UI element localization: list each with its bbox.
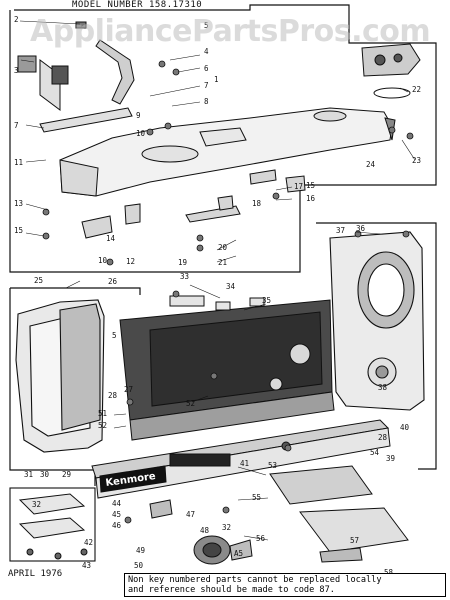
base-plate xyxy=(91,419,391,499)
part-number-labels: 1234556778910101112131415151617181920212… xyxy=(14,15,421,577)
cover-brackets xyxy=(81,169,306,239)
part-number-30: 30 xyxy=(40,470,50,479)
part-number-18: 18 xyxy=(252,199,262,208)
part-number-38: 38 xyxy=(378,383,388,392)
part-number-25: 25 xyxy=(34,276,43,285)
part-number-12: 12 xyxy=(126,257,135,266)
top-arm-cover xyxy=(59,107,393,197)
part-number-41: 41 xyxy=(240,459,249,468)
part-number-45: 45 xyxy=(112,510,121,519)
part-number-36: 36 xyxy=(356,224,366,233)
part-number-14: 14 xyxy=(106,234,116,243)
part-number-32-2: 32 xyxy=(222,523,231,532)
part-number-26: 26 xyxy=(108,277,118,286)
lower-section-frame xyxy=(9,222,437,486)
bottom-left-detail-frame xyxy=(9,487,96,562)
part-number-20: 20 xyxy=(218,243,228,252)
leader-lines xyxy=(19,20,416,541)
part-number-47: 47 xyxy=(186,510,195,519)
part-number-9: 9 xyxy=(136,111,141,120)
part-number-6: 6 xyxy=(204,64,209,73)
kenmore-nameplate: Kenmore xyxy=(99,465,167,493)
end-cover-left xyxy=(15,299,105,453)
part-number-53: 53 xyxy=(268,461,277,470)
part-number-44: 44 xyxy=(112,499,122,508)
part-number-10-2: 10 xyxy=(98,256,108,265)
part-number-37: 37 xyxy=(336,226,345,235)
part-number-33: 33 xyxy=(180,272,189,281)
part-number-11: 11 xyxy=(14,158,23,167)
part-number-2: 2 xyxy=(14,15,19,24)
part-number-40: 40 xyxy=(400,423,410,432)
back-cover-right xyxy=(329,231,425,411)
footnote-box: Non key numbered parts cannot be replace… xyxy=(124,573,446,597)
part-number-34: 34 xyxy=(226,282,236,291)
part-number-21: 21 xyxy=(218,258,227,267)
part-number-17: 17 xyxy=(294,182,303,191)
diagram-date: APRIL 1976 xyxy=(8,569,63,579)
footnote-line-2: and reference should be made to code 87. xyxy=(128,585,335,595)
part-number-5-2: 5 xyxy=(112,331,117,340)
footnote-line-1: Non key numbered parts cannot be replace… xyxy=(128,575,382,585)
part-number-a5: A5 xyxy=(234,549,243,558)
part-number-8: 8 xyxy=(204,97,209,106)
rubber-feet-detail xyxy=(18,493,88,560)
screws xyxy=(42,60,414,524)
part-number-43: 43 xyxy=(82,561,91,570)
part-number-3: 3 xyxy=(14,66,19,75)
part-number-28: 28 xyxy=(108,391,118,400)
part-number-28-2: 28 xyxy=(378,433,388,442)
model-number-title: MODEL NUMBER 158.17310 xyxy=(72,0,203,10)
part-number-49: 49 xyxy=(136,546,145,555)
part-number-15: 15 xyxy=(14,226,23,235)
part-number-35: 35 xyxy=(262,296,271,305)
part-number-58: 58 xyxy=(384,568,394,577)
part-number-27: 27 xyxy=(124,385,133,394)
part-number-42: 42 xyxy=(84,538,93,547)
part-number-32: 32 xyxy=(32,500,41,509)
part-number-31: 31 xyxy=(24,470,33,479)
part-number-7: 7 xyxy=(204,81,209,90)
part-number-10: 10 xyxy=(136,129,146,138)
part-number-52: 52 xyxy=(98,421,107,430)
part-number-54: 54 xyxy=(370,448,380,457)
part-number-7-2: 7 xyxy=(14,121,19,130)
part-number-52-2: 52 xyxy=(186,399,195,408)
part-number-56: 56 xyxy=(256,534,266,543)
motor-assembly xyxy=(149,499,253,565)
part-number-39: 39 xyxy=(386,454,395,463)
part-number-5: 5 xyxy=(204,21,209,30)
part-number-19: 19 xyxy=(178,258,187,267)
part-number-4: 4 xyxy=(204,47,209,56)
top-left-shaft-assembly xyxy=(17,21,135,133)
bottom-plate xyxy=(269,465,409,563)
part-number-48: 48 xyxy=(200,526,210,535)
part-number-29: 29 xyxy=(62,470,71,479)
part-number-24: 24 xyxy=(366,160,376,169)
part-number-50: 50 xyxy=(134,561,144,570)
part-number-13: 13 xyxy=(14,199,23,208)
part-number-51: 51 xyxy=(98,409,107,418)
part-number-15-2: 15 xyxy=(306,181,315,190)
part-number-55: 55 xyxy=(252,493,261,502)
part-number-57: 57 xyxy=(350,536,359,545)
part-number-1: 1 xyxy=(214,75,219,84)
part-number-46: 46 xyxy=(112,521,122,530)
top-cover-section-frame xyxy=(9,4,437,273)
machine-body xyxy=(119,295,335,441)
part-number-16: 16 xyxy=(306,194,316,203)
part-number-22: 22 xyxy=(412,85,421,94)
part-number-23: 23 xyxy=(412,156,421,165)
